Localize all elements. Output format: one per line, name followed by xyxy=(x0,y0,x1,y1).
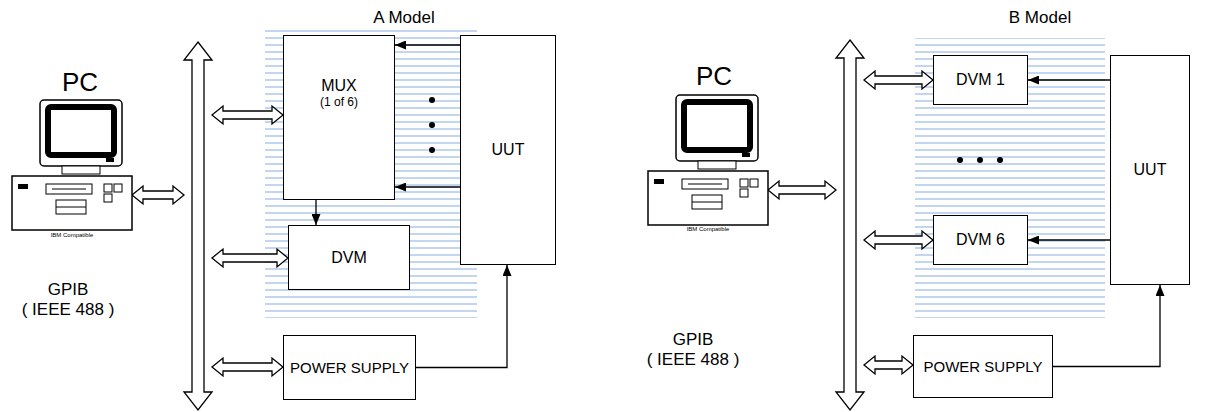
box-text: UUT xyxy=(492,140,525,159)
bus-arrow xyxy=(212,358,283,376)
instrument-box: UUT xyxy=(1110,55,1190,285)
ellipsis-dot xyxy=(429,97,435,103)
bus-arrow xyxy=(132,186,184,204)
bus-arrow xyxy=(768,181,836,199)
bus-arrow xyxy=(212,249,288,267)
bus-label: GPIB xyxy=(48,280,89,300)
box-text: DVM 1 xyxy=(956,70,1005,89)
hatched-region xyxy=(265,28,477,318)
ellipsis-dot xyxy=(429,122,435,128)
box-text: (1 of 6) xyxy=(320,95,358,109)
ellipsis-dot xyxy=(977,157,983,163)
box-text: POWER SUPPLY xyxy=(290,359,409,377)
bus-arrow xyxy=(864,71,933,89)
signal-arrow xyxy=(395,44,460,45)
computer-label: PC xyxy=(696,62,732,92)
box-text: DVM 6 xyxy=(956,230,1005,249)
model-title: A Model xyxy=(373,8,434,28)
ellipsis-dot xyxy=(429,147,435,153)
computer-icon xyxy=(12,100,132,230)
signal-arrow xyxy=(315,200,316,225)
box-text: MUX xyxy=(321,76,357,95)
instrument-box: UUT xyxy=(460,35,556,265)
multiplexer-box: MUX(1 of 6) xyxy=(283,35,395,200)
computer-icon xyxy=(648,95,768,225)
bus-label: ( IEEE 488 ) xyxy=(22,300,115,320)
instrument-box: DVM xyxy=(288,225,410,290)
model-title: B Model xyxy=(1009,8,1071,28)
signal-arrow xyxy=(1028,239,1110,240)
ellipsis-dot xyxy=(957,157,963,163)
computer-brand: IBM Compatible xyxy=(51,232,94,239)
signal-arrow xyxy=(416,265,507,368)
bus-label: ( IEEE 488 ) xyxy=(647,350,740,370)
box-text: POWER SUPPLY xyxy=(924,358,1043,376)
instrument-box: POWER SUPPLY xyxy=(913,335,1053,398)
bus-arrow xyxy=(184,42,212,410)
bus-arrow xyxy=(836,40,864,410)
instrument-box: DVM 6 xyxy=(933,215,1028,265)
instrument-box: DVM 1 xyxy=(933,55,1028,105)
signal-arrow xyxy=(1028,79,1110,80)
bus-arrow xyxy=(864,231,933,249)
box-text: DVM xyxy=(331,248,367,267)
signal-arrow xyxy=(395,186,460,187)
computer-label: PC xyxy=(62,68,98,98)
bus-arrow xyxy=(212,106,283,124)
signal-arrow xyxy=(1053,285,1160,367)
box-text: UUT xyxy=(1134,160,1167,179)
instrument-box: POWER SUPPLY xyxy=(283,335,416,400)
computer-brand: IBM Compatible xyxy=(687,226,730,233)
ellipsis-dot xyxy=(997,157,1003,163)
bus-arrow xyxy=(864,356,913,374)
bus-label: GPIB xyxy=(673,330,714,350)
